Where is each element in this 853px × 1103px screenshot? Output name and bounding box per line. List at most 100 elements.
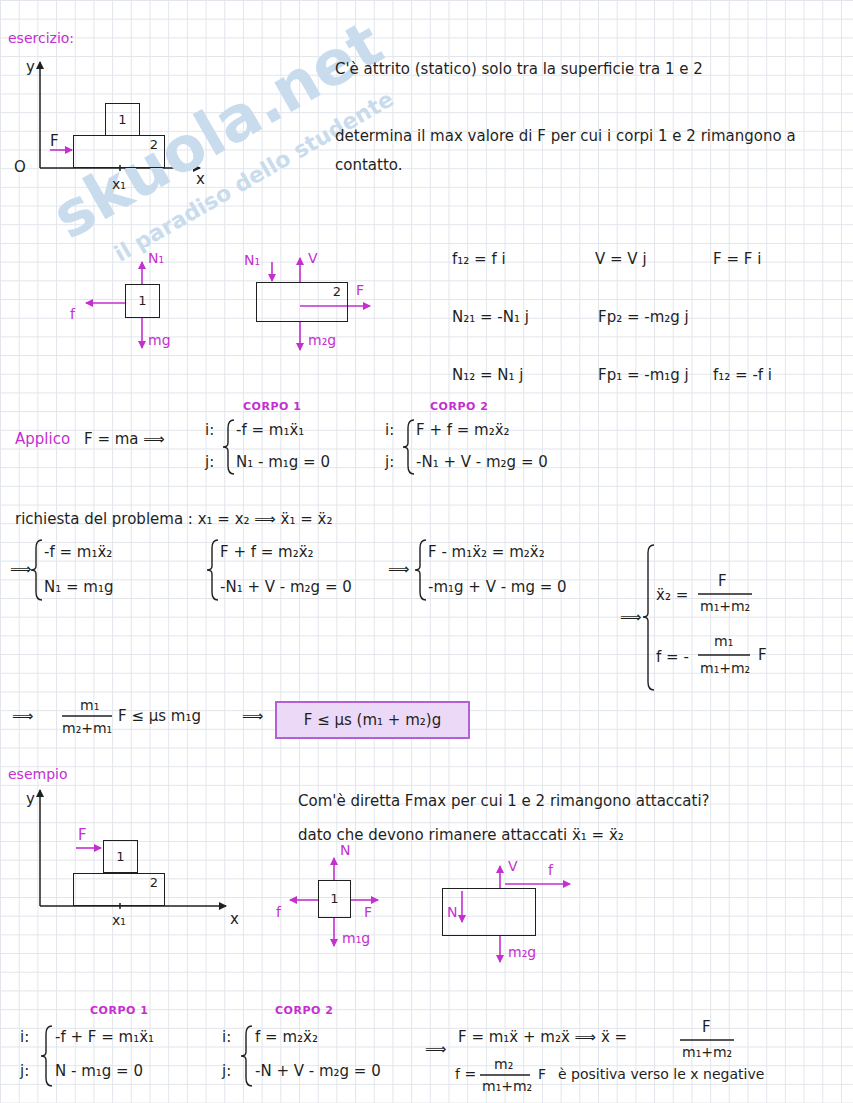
handwritten-text: N₂₁ = -N₁ j bbox=[452, 308, 529, 326]
handwritten-text: V bbox=[508, 858, 518, 875]
force-arrow bbox=[461, 891, 463, 922]
handwritten-text: F bbox=[364, 904, 372, 921]
handwritten-text: ⟹ bbox=[242, 707, 264, 725]
handwritten-text: F bbox=[538, 1066, 546, 1083]
handwritten-text: F ≤ μs m₁g bbox=[118, 707, 201, 725]
handwritten-text: m₁ bbox=[714, 633, 733, 650]
section-tag: CORPO 1 bbox=[90, 1004, 148, 1017]
force-arrow bbox=[141, 318, 143, 348]
handwritten-text: N - m₁g = 0 bbox=[55, 1062, 143, 1080]
handwritten-text: m₁+m₂ bbox=[682, 1044, 732, 1061]
force-label: N bbox=[447, 904, 457, 921]
force-arrow bbox=[499, 866, 501, 888]
handwritten-text: m₁+m₂ bbox=[482, 1078, 532, 1095]
handwritten-text: N₁ - m₁g = 0 bbox=[236, 453, 330, 471]
force-arrow bbox=[300, 305, 370, 307]
force-arrow bbox=[299, 322, 301, 350]
handwritten-text: F bbox=[78, 826, 87, 844]
handwritten-text: y bbox=[26, 790, 35, 808]
handwritten-text: i: bbox=[205, 421, 214, 439]
handwritten-text: f = - bbox=[656, 648, 689, 666]
handwritten-text: N₁ bbox=[244, 252, 260, 269]
handwritten-text: F - m₁ẍ₂ = m₂ẍ₂ bbox=[428, 543, 545, 561]
handwritten-text: -f = m₁ẍ₁ bbox=[236, 421, 304, 439]
free-body-box: N bbox=[442, 888, 536, 936]
handwritten-text: f bbox=[548, 862, 553, 879]
handwritten-text: -N₁ + V - m₂g = 0 bbox=[220, 578, 352, 596]
handwritten-text: N₁ bbox=[148, 250, 164, 267]
force-arrow bbox=[499, 936, 501, 962]
handwritten-text: ⟹ bbox=[12, 707, 34, 725]
force-arrow bbox=[76, 847, 101, 849]
handwritten-text: f bbox=[276, 904, 281, 921]
result-formula: F ≤ μs (m₁ + m₂)g bbox=[304, 711, 441, 729]
force-arrow bbox=[351, 899, 378, 901]
handwritten-text: ẍ₂ = bbox=[656, 586, 688, 604]
handwritten-text: j: bbox=[222, 1062, 231, 1080]
handwritten-text: i: bbox=[222, 1028, 231, 1046]
body-number: 1 bbox=[138, 293, 146, 309]
block-body: 2 bbox=[73, 135, 165, 168]
fraction-bar bbox=[62, 715, 112, 716]
handwritten-text: -m₁g + V - mg = 0 bbox=[428, 578, 567, 596]
handwritten-text: m₂g bbox=[308, 332, 336, 349]
handwritten-text: m₁g bbox=[342, 930, 370, 947]
handwritten-text: ⟹ bbox=[425, 1040, 447, 1058]
handwritten-text: richiesta del problema : x₁ = x₂ ⟹ ẍ₁ = … bbox=[15, 510, 332, 528]
free-body-box: 2 bbox=[256, 282, 348, 322]
brace bbox=[241, 1026, 252, 1086]
body-number: 1 bbox=[118, 112, 126, 128]
handwritten-text: F = F i bbox=[713, 250, 761, 268]
brace bbox=[31, 540, 42, 600]
handwritten-text: -f + F = m₁ẍ₁ bbox=[55, 1028, 154, 1046]
brace bbox=[403, 420, 414, 474]
handwritten-text: F + f = m₂ẍ₂ bbox=[220, 543, 314, 561]
brace bbox=[643, 545, 654, 690]
handwritten-text: m₁ bbox=[80, 697, 99, 714]
fraction-bar bbox=[698, 654, 750, 655]
handwritten-text: esempio bbox=[8, 766, 68, 783]
handwritten-text: i: bbox=[385, 421, 394, 439]
handwritten-text: -N₁ + V - m₂g = 0 bbox=[416, 453, 548, 471]
block-body: 1 bbox=[103, 840, 138, 873]
handwritten-text: f₁₂ = -f i bbox=[713, 366, 772, 384]
handwritten-text: mg bbox=[148, 332, 171, 349]
handwritten-text: -N + V - m₂g = 0 bbox=[255, 1062, 381, 1080]
handwritten-text: N₁ = m₁g bbox=[44, 578, 114, 596]
free-body-box: 1 bbox=[125, 284, 160, 318]
fraction-bar bbox=[480, 1074, 530, 1075]
handwritten-text: Applico bbox=[15, 430, 70, 448]
handwritten-text: i: bbox=[20, 1028, 29, 1046]
body-number: 2 bbox=[150, 137, 158, 153]
handwritten-text: F bbox=[50, 132, 59, 150]
handwritten-text: m₂+m₁ bbox=[62, 720, 112, 737]
axes bbox=[39, 790, 41, 906]
handwritten-text: O bbox=[14, 158, 26, 176]
handwritten-text: N bbox=[340, 842, 350, 859]
handwritten-text: m₂g bbox=[508, 944, 536, 961]
brace bbox=[415, 540, 426, 600]
handwritten-text: m₂ bbox=[494, 1056, 513, 1073]
handwritten-text: F + f = m₂ẍ₂ bbox=[416, 421, 510, 439]
handwritten-text: Com'è diretta Fmax per cui 1 e 2 rimango… bbox=[298, 792, 710, 810]
force-arrow bbox=[299, 258, 301, 282]
section-tag: CORPO 1 bbox=[243, 400, 301, 413]
axes bbox=[39, 62, 41, 168]
handwritten-text: x bbox=[230, 910, 239, 928]
force-arrow bbox=[333, 918, 335, 946]
fraction-bar bbox=[680, 1039, 734, 1040]
handwritten-text: ⟹ bbox=[620, 608, 642, 626]
handwritten-text: ⟹ bbox=[388, 560, 410, 578]
handwritten-text: F = m₁ẍ + m₂ẍ ⟹ ẍ = bbox=[458, 1028, 627, 1046]
body-number: 2 bbox=[333, 284, 341, 300]
handwritten-text: Fp₂ = -m₂g j bbox=[598, 308, 689, 326]
handwritten-text: dato che devono rimanere attaccati ẍ₁ = … bbox=[298, 826, 624, 844]
handwritten-text: F bbox=[702, 1018, 711, 1036]
brace bbox=[41, 1026, 52, 1086]
handwritten-text: N₁₂ = N₁ j bbox=[452, 366, 524, 384]
brace bbox=[207, 540, 218, 600]
force-arrow bbox=[141, 262, 143, 284]
handwritten-text: ⟹ bbox=[10, 560, 32, 578]
handwritten-text: f = bbox=[455, 1066, 476, 1083]
